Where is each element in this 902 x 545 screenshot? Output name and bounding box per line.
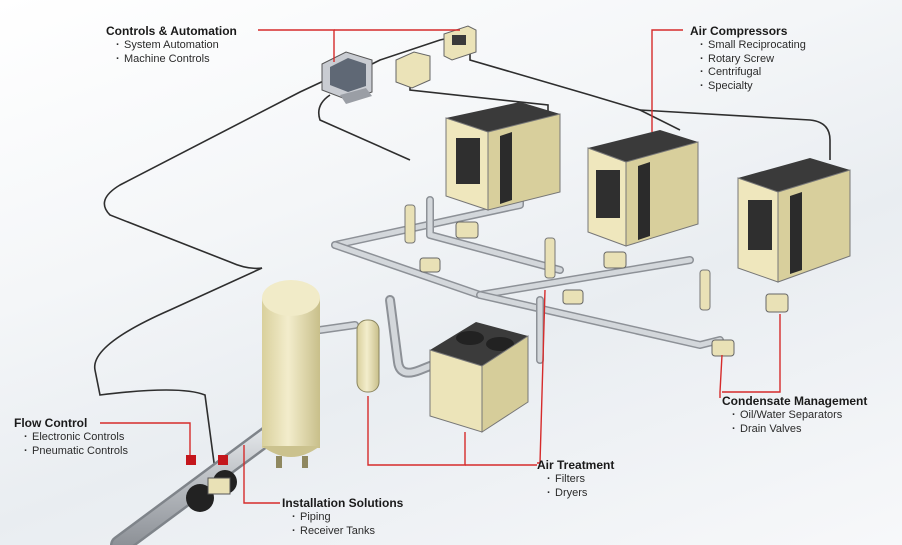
condensate-item: Drain Valves bbox=[732, 423, 867, 437]
flow-control-valve-icon bbox=[186, 455, 237, 512]
separator-filter-icon bbox=[356, 319, 380, 393]
controls-automation-heading: Controls & Automation bbox=[106, 24, 237, 38]
controls-item: System Automation bbox=[116, 39, 237, 53]
treatment-item: Dryers bbox=[547, 487, 614, 501]
compressor-item: Centrifugal bbox=[700, 66, 806, 80]
compressor-unit-icon bbox=[587, 130, 699, 247]
compressor-item: Rotary Screw bbox=[700, 53, 806, 67]
installation-solutions-callout: Installation Solutions Piping Receiver T… bbox=[282, 496, 403, 538]
flow-item: Electronic Controls bbox=[24, 431, 128, 445]
flow-item: Pneumatic Controls bbox=[24, 445, 128, 459]
controls-item: Machine Controls bbox=[116, 53, 237, 67]
installation-item: Piping bbox=[292, 511, 403, 525]
installation-solutions-heading: Installation Solutions bbox=[282, 496, 404, 510]
receiver-tank-icon bbox=[262, 280, 320, 468]
air-treatment-heading: Air Treatment bbox=[537, 458, 615, 472]
air-dryer-icon bbox=[429, 322, 529, 433]
condensate-management-heading: Condensate Management bbox=[722, 394, 868, 408]
drain-valve-icon bbox=[419, 221, 789, 357]
air-compressors-heading: Air Compressors bbox=[690, 24, 788, 38]
flow-control-callout: Flow Control Electronic Controls Pneumat… bbox=[14, 416, 128, 458]
compressor-item: Specialty bbox=[700, 80, 806, 94]
compressor-unit-icon bbox=[737, 158, 851, 283]
filter-icon bbox=[404, 204, 711, 311]
compressor-unit-icon bbox=[445, 102, 561, 211]
treatment-item: Filters bbox=[547, 473, 614, 487]
computer-workstation-icon bbox=[321, 51, 373, 104]
installation-item: Receiver Tanks bbox=[292, 525, 403, 539]
flow-control-heading: Flow Control bbox=[14, 416, 88, 430]
air-compressors-callout: Air Compressors Small Reciprocating Rota… bbox=[690, 24, 806, 93]
condensate-item: Oil/Water Separators bbox=[732, 409, 867, 423]
controls-automation-callout: Controls & Automation System Automation … bbox=[106, 24, 237, 66]
compressor-item: Small Reciprocating bbox=[700, 39, 806, 53]
control-panel-box-icon bbox=[395, 25, 477, 89]
leader-lines bbox=[100, 29, 781, 504]
condensate-management-callout: Condensate Management Oil/Water Separato… bbox=[722, 394, 867, 436]
air-treatment-callout: Air Treatment Filters Dryers bbox=[537, 458, 614, 500]
